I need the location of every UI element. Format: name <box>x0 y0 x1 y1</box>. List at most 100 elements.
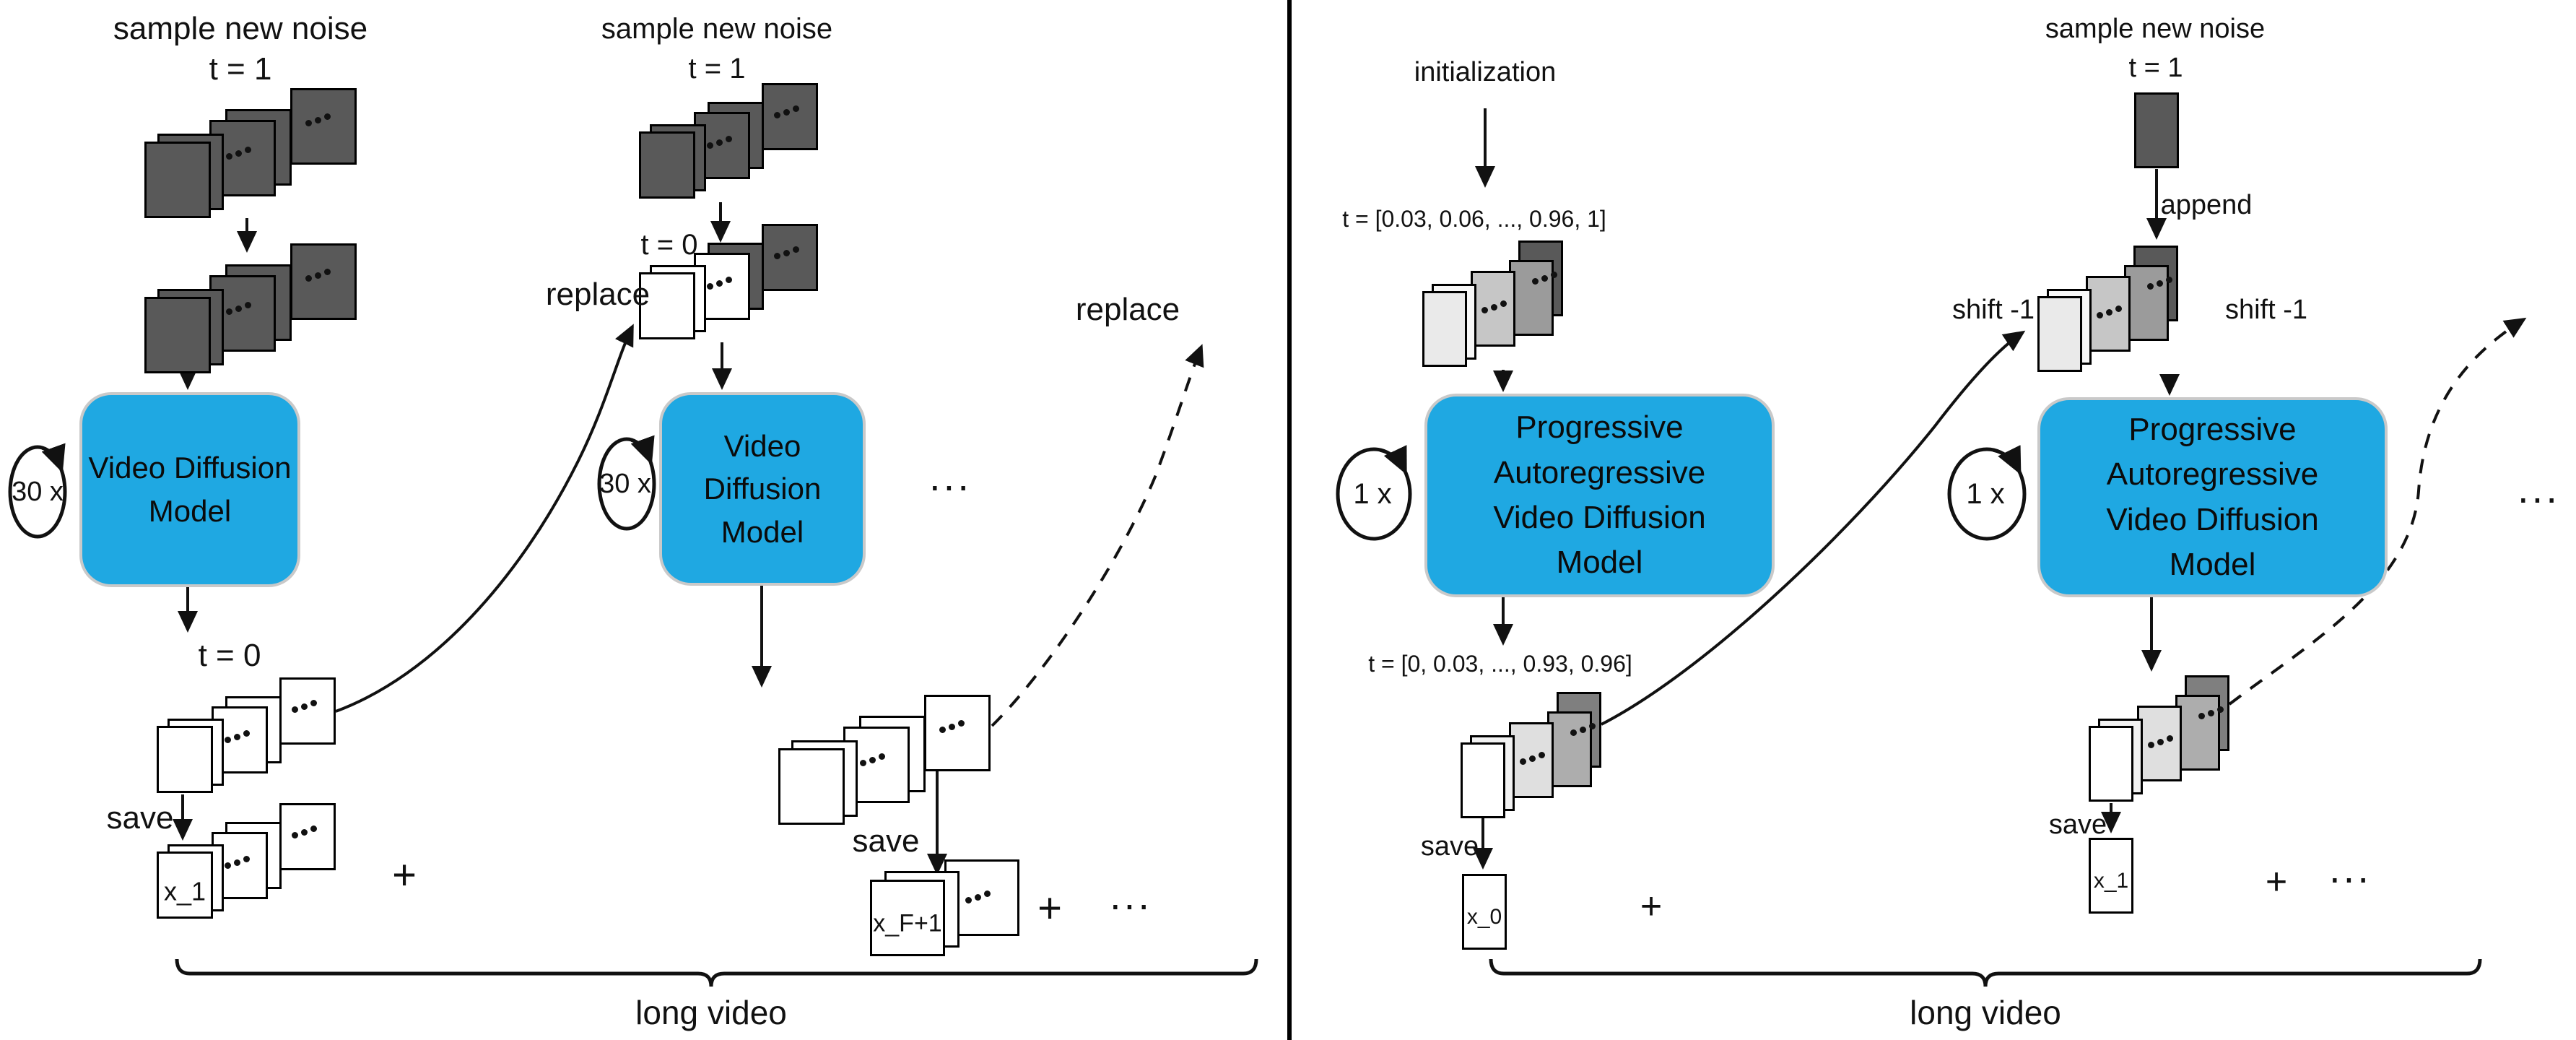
loop-count-right-1: 1 x <box>1353 478 1392 510</box>
video-frame <box>639 131 695 199</box>
loop-arrow-right-1 <box>1379 445 1407 475</box>
omitted-frames-dots <box>301 703 308 710</box>
label-append: append <box>2160 190 2253 220</box>
omitted-frames-dots <box>324 113 331 120</box>
label-long-video-left: long video <box>635 994 787 1031</box>
label-t0-left-2: t = 0 <box>640 229 698 261</box>
omitted-frames-dots <box>984 890 991 897</box>
flow-arrows-right <box>1473 108 2180 870</box>
omitted-frames-dots <box>2198 713 2205 719</box>
omitted-frames-dots <box>707 283 713 290</box>
frame-label: x_1 <box>163 875 206 906</box>
omitted-frames-dots <box>305 120 312 126</box>
video-frame: x_0 <box>1462 874 1507 950</box>
label-plus-left-2: + <box>1037 885 1062 932</box>
omitted-frames-dots <box>235 305 242 312</box>
long-video-brace-right <box>1489 958 2482 987</box>
frame-label: x_F+1 <box>873 909 942 937</box>
label-save-right-1: save <box>1420 831 1479 862</box>
omitted-frames-dots <box>315 272 321 279</box>
omitted-frames-dots <box>2217 706 2224 713</box>
label-t1-left-2: t = 1 <box>688 53 746 84</box>
label-long-video-right: long video <box>1910 994 2061 1031</box>
omitted-frames-dots <box>1589 723 1596 729</box>
model-box-left-1: Video Diffusion Model <box>79 392 300 587</box>
loop-count-left-2: 30 x <box>599 469 651 499</box>
omitted-frames-dots <box>292 706 298 713</box>
omitted-frames-dots <box>1532 278 1539 285</box>
label-plus-right-1: + <box>1640 885 1663 927</box>
omitted-frames-dots <box>783 108 790 116</box>
curve-shift-solid <box>1601 330 2026 726</box>
omitted-frames-dots <box>1570 729 1577 736</box>
video-frame: x_1 <box>2089 838 2133 914</box>
loop-arrow-left-1 <box>41 443 66 473</box>
video-frame <box>2175 695 2220 771</box>
omitted-frames-dots <box>1551 272 1557 278</box>
omitted-frames-dots <box>949 723 955 730</box>
omitted-frames-dots <box>793 105 799 112</box>
omitted-frames-dots <box>2167 735 2173 742</box>
label-initialization: initialization <box>1414 57 1557 87</box>
omitted-frames-dots <box>324 269 331 275</box>
label-sample-new-noise-2: sample new noise <box>601 13 833 45</box>
loop-count-left-1: 30 x <box>12 477 64 507</box>
ellipsis-bottom-left: ··· <box>1108 881 1152 927</box>
label-save-right-2: save <box>2048 810 2107 840</box>
omitted-frames-dots <box>245 147 251 153</box>
loop-circle-left-1 <box>8 445 67 539</box>
label-t1-right-2: t = 1 <box>2128 53 2183 83</box>
omitted-frames-dots <box>243 856 250 862</box>
omitted-frames-dots <box>1529 755 1536 762</box>
video-frame <box>1547 711 1592 787</box>
omitted-frames-dots <box>869 756 876 763</box>
omitted-frames-dots <box>1500 300 1507 307</box>
omitted-frames-dots <box>292 832 298 838</box>
omitted-frames-dots <box>716 139 723 146</box>
label-plus-left-1: + <box>392 852 417 898</box>
omitted-frames-dots <box>226 308 232 315</box>
label-sample-new-noise-1: sample new noise <box>113 11 368 46</box>
omitted-frames-dots <box>975 893 981 901</box>
omitted-frames-dots <box>965 897 972 904</box>
curve-replace-solid <box>335 324 634 713</box>
omitted-frames-dots <box>234 859 240 866</box>
frame-label: x_0 <box>1466 904 1502 929</box>
video-frame <box>1422 291 1467 367</box>
model-box-left-2-label: Video Diffusion Model <box>703 428 822 549</box>
video-frame <box>279 803 336 870</box>
loop-arrow-right-2 <box>1993 445 2022 475</box>
curve-shift-dashed <box>2228 317 2527 706</box>
video-frame <box>144 297 211 373</box>
label-shift-dashed: shift -1 <box>2224 295 2308 325</box>
omitted-frames-dots <box>305 275 312 282</box>
omitted-frames-dots <box>726 136 732 142</box>
omitted-frames-dots <box>774 253 780 259</box>
video-frame <box>290 243 357 320</box>
omitted-frames-dots <box>707 142 713 149</box>
video-frame <box>762 83 818 150</box>
omitted-frames-dots <box>1580 726 1586 733</box>
video-frame: x_1 <box>157 852 213 919</box>
video-frame <box>924 695 991 771</box>
long-video-brace-left <box>175 958 1258 987</box>
omitted-frames-dots <box>716 280 723 287</box>
omitted-frames-dots <box>879 753 885 760</box>
frame-label: x_1 <box>2093 868 2129 893</box>
ellipsis-mid-left: ··· <box>928 462 971 508</box>
omitted-frames-dots <box>1541 274 1548 282</box>
video-frame <box>1461 742 1505 818</box>
loop-circles <box>8 435 2027 541</box>
loop-circle-right-1 <box>1336 447 1412 541</box>
label-sample-new-noise-3: sample new noise <box>2045 14 2266 44</box>
label-replace-solid: replace <box>545 277 650 312</box>
omitted-frames-dots <box>2097 312 2103 318</box>
omitted-frames-dots <box>234 733 240 740</box>
omitted-frames-dots <box>225 862 231 869</box>
label-t1-left-1: t = 1 <box>209 51 272 87</box>
omitted-frames-dots <box>2148 742 2154 748</box>
omitted-frames-dots <box>1481 307 1488 313</box>
ellipsis-mid-right: ··· <box>2516 474 2559 520</box>
model-box-right-2: Progressive Autoregressive Video Diffusi… <box>2037 397 2388 597</box>
